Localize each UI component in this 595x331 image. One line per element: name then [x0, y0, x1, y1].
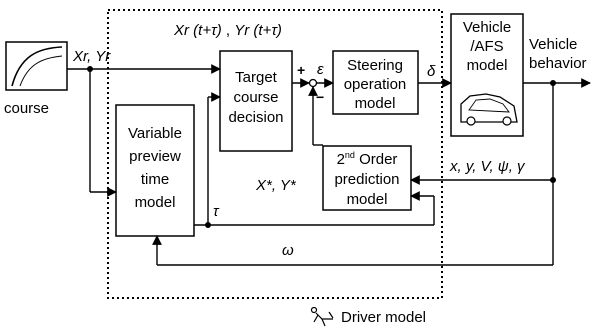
epsilon-label: ε — [317, 61, 324, 78]
tau-label: τ — [213, 203, 220, 220]
minus-sign: − — [316, 89, 324, 105]
svg-text:prediction: prediction — [334, 171, 399, 188]
svg-text:model: model — [135, 194, 176, 211]
svg-text:Steering: Steering — [347, 57, 403, 74]
driver-icon — [310, 306, 334, 327]
delta-label: δ — [427, 63, 436, 80]
omega-label: ω — [282, 242, 294, 259]
svg-text:Vehicle: Vehicle — [463, 19, 511, 36]
svg-text:time: time — [141, 171, 169, 188]
svg-text:Variable: Variable — [128, 125, 182, 142]
steering-operation-model-block: Steering operation model — [332, 50, 419, 115]
vehicle-behavior-label: behavior — [529, 55, 587, 72]
signal-lines — [67, 64, 591, 266]
vehicle-behavior-label: Vehicle — [529, 36, 577, 53]
course-curve-icon — [11, 46, 63, 87]
svg-text:decision: decision — [228, 109, 283, 126]
junction-dot — [550, 80, 556, 86]
xr-yr-label: Xr, Yr — [72, 48, 111, 65]
course-block — [5, 41, 68, 91]
prediction-model-block: 2nd Order prediction model — [322, 145, 412, 211]
svg-text:course: course — [233, 89, 278, 106]
junction-dot — [87, 66, 93, 72]
svg-text:model: model — [467, 57, 508, 74]
junction-dot — [550, 177, 556, 183]
driver-model-label: Driver model — [341, 309, 426, 326]
svg-text:Target: Target — [235, 69, 278, 86]
svg-text:preview: preview — [129, 148, 181, 165]
preview-signal-label: Xr (t+τ) , Yr (t+τ) — [173, 22, 282, 39]
predicted-label: X*, Y* — [255, 177, 297, 194]
plus-sign: + — [297, 62, 305, 78]
target-course-decision-block: Target course decision — [219, 50, 293, 152]
vehicle-afs-model-block: Vehicle /AFS model — [450, 13, 524, 137]
svg-text:model: model — [355, 95, 396, 112]
driver-model-boundary — [107, 9, 443, 299]
summing-junction — [308, 78, 318, 88]
junction-dot — [205, 222, 211, 228]
course-label: course — [4, 100, 49, 117]
variable-preview-time-model-block: Variable preview time model — [115, 104, 195, 237]
car-icon — [460, 93, 518, 126]
course-curve-inner-icon — [19, 55, 63, 87]
svg-text:operation: operation — [344, 76, 407, 93]
svg-text:2nd Order: 2nd Order — [337, 150, 398, 168]
svg-text:/AFS: /AFS — [470, 38, 503, 55]
svg-text:model: model — [347, 191, 388, 208]
state-label: x, y, V, ψ, γ — [449, 158, 526, 175]
